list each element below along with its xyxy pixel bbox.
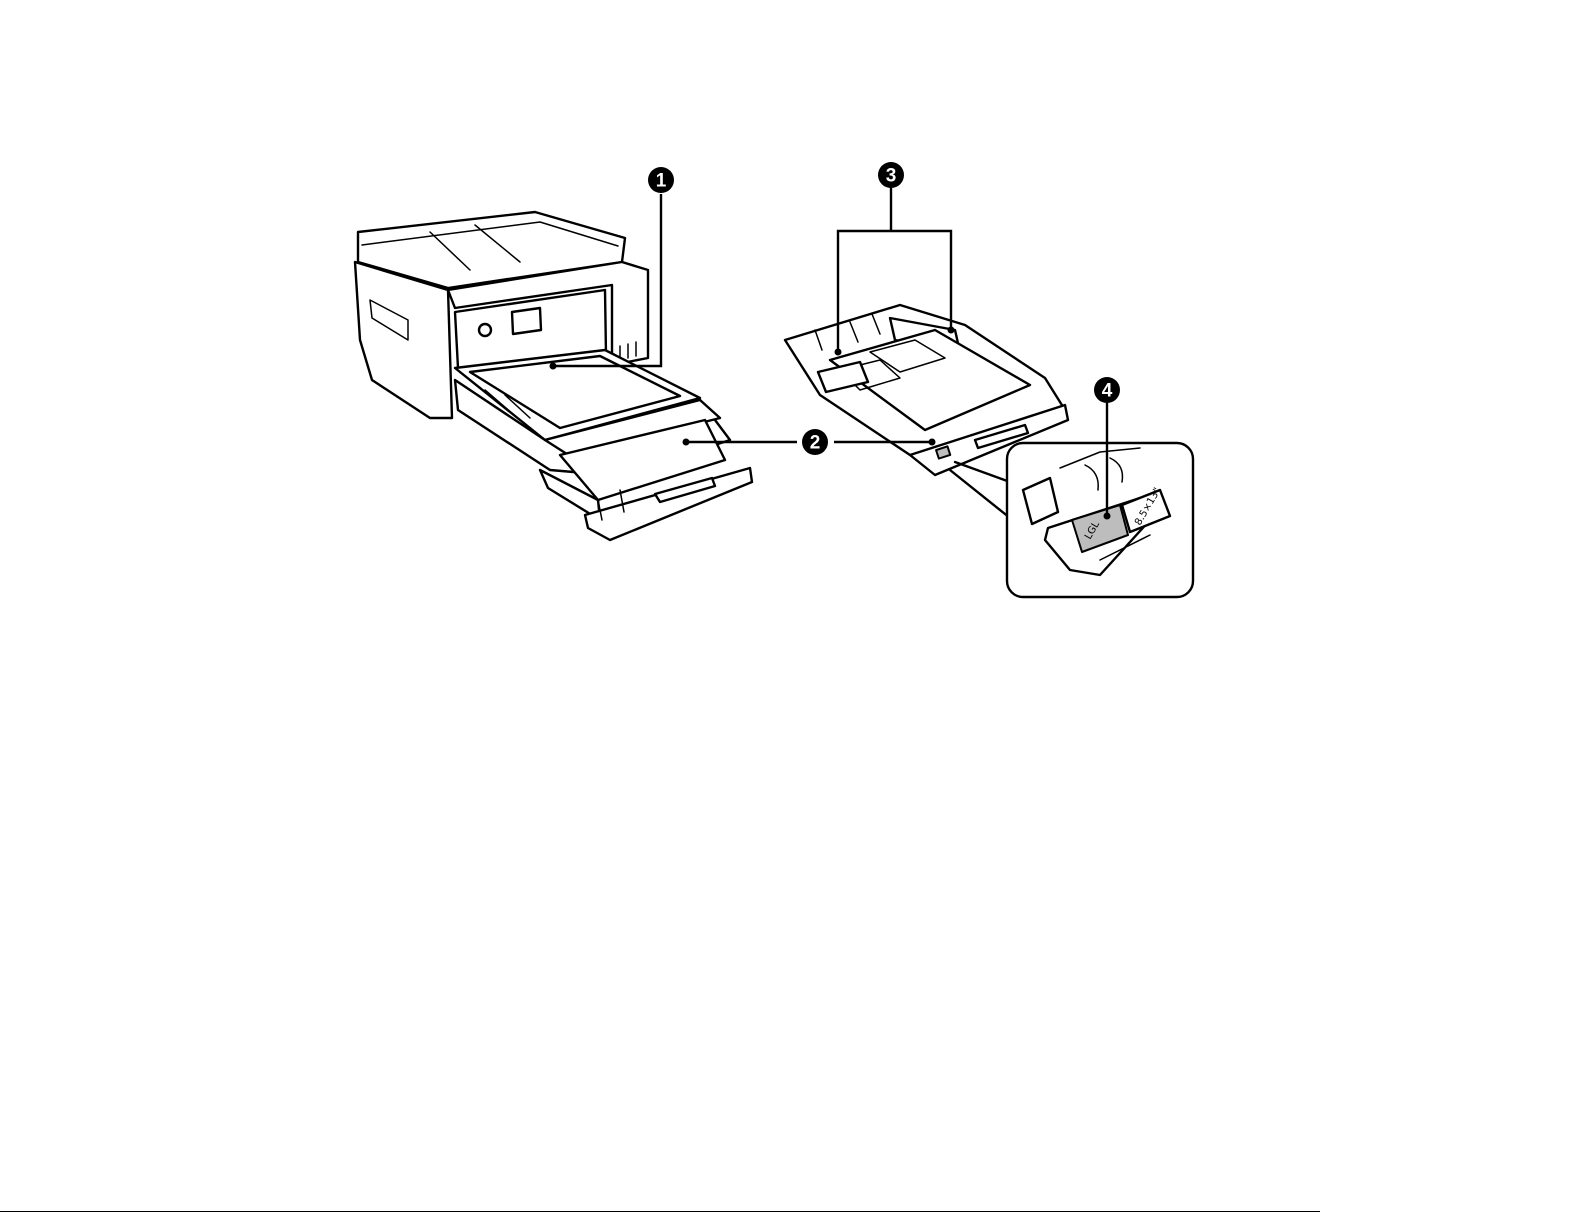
callout-badge-3: 3 [886,166,897,187]
callout-badge-2: 2 [810,433,821,454]
printer-illustration [355,212,752,540]
dial-zoom-inset: LGL 8.5×13" [950,443,1193,597]
callout-badge-1: 1 [656,171,667,192]
callout-badge-4: 4 [1102,381,1113,402]
page-bottom-rule [0,1211,1320,1212]
